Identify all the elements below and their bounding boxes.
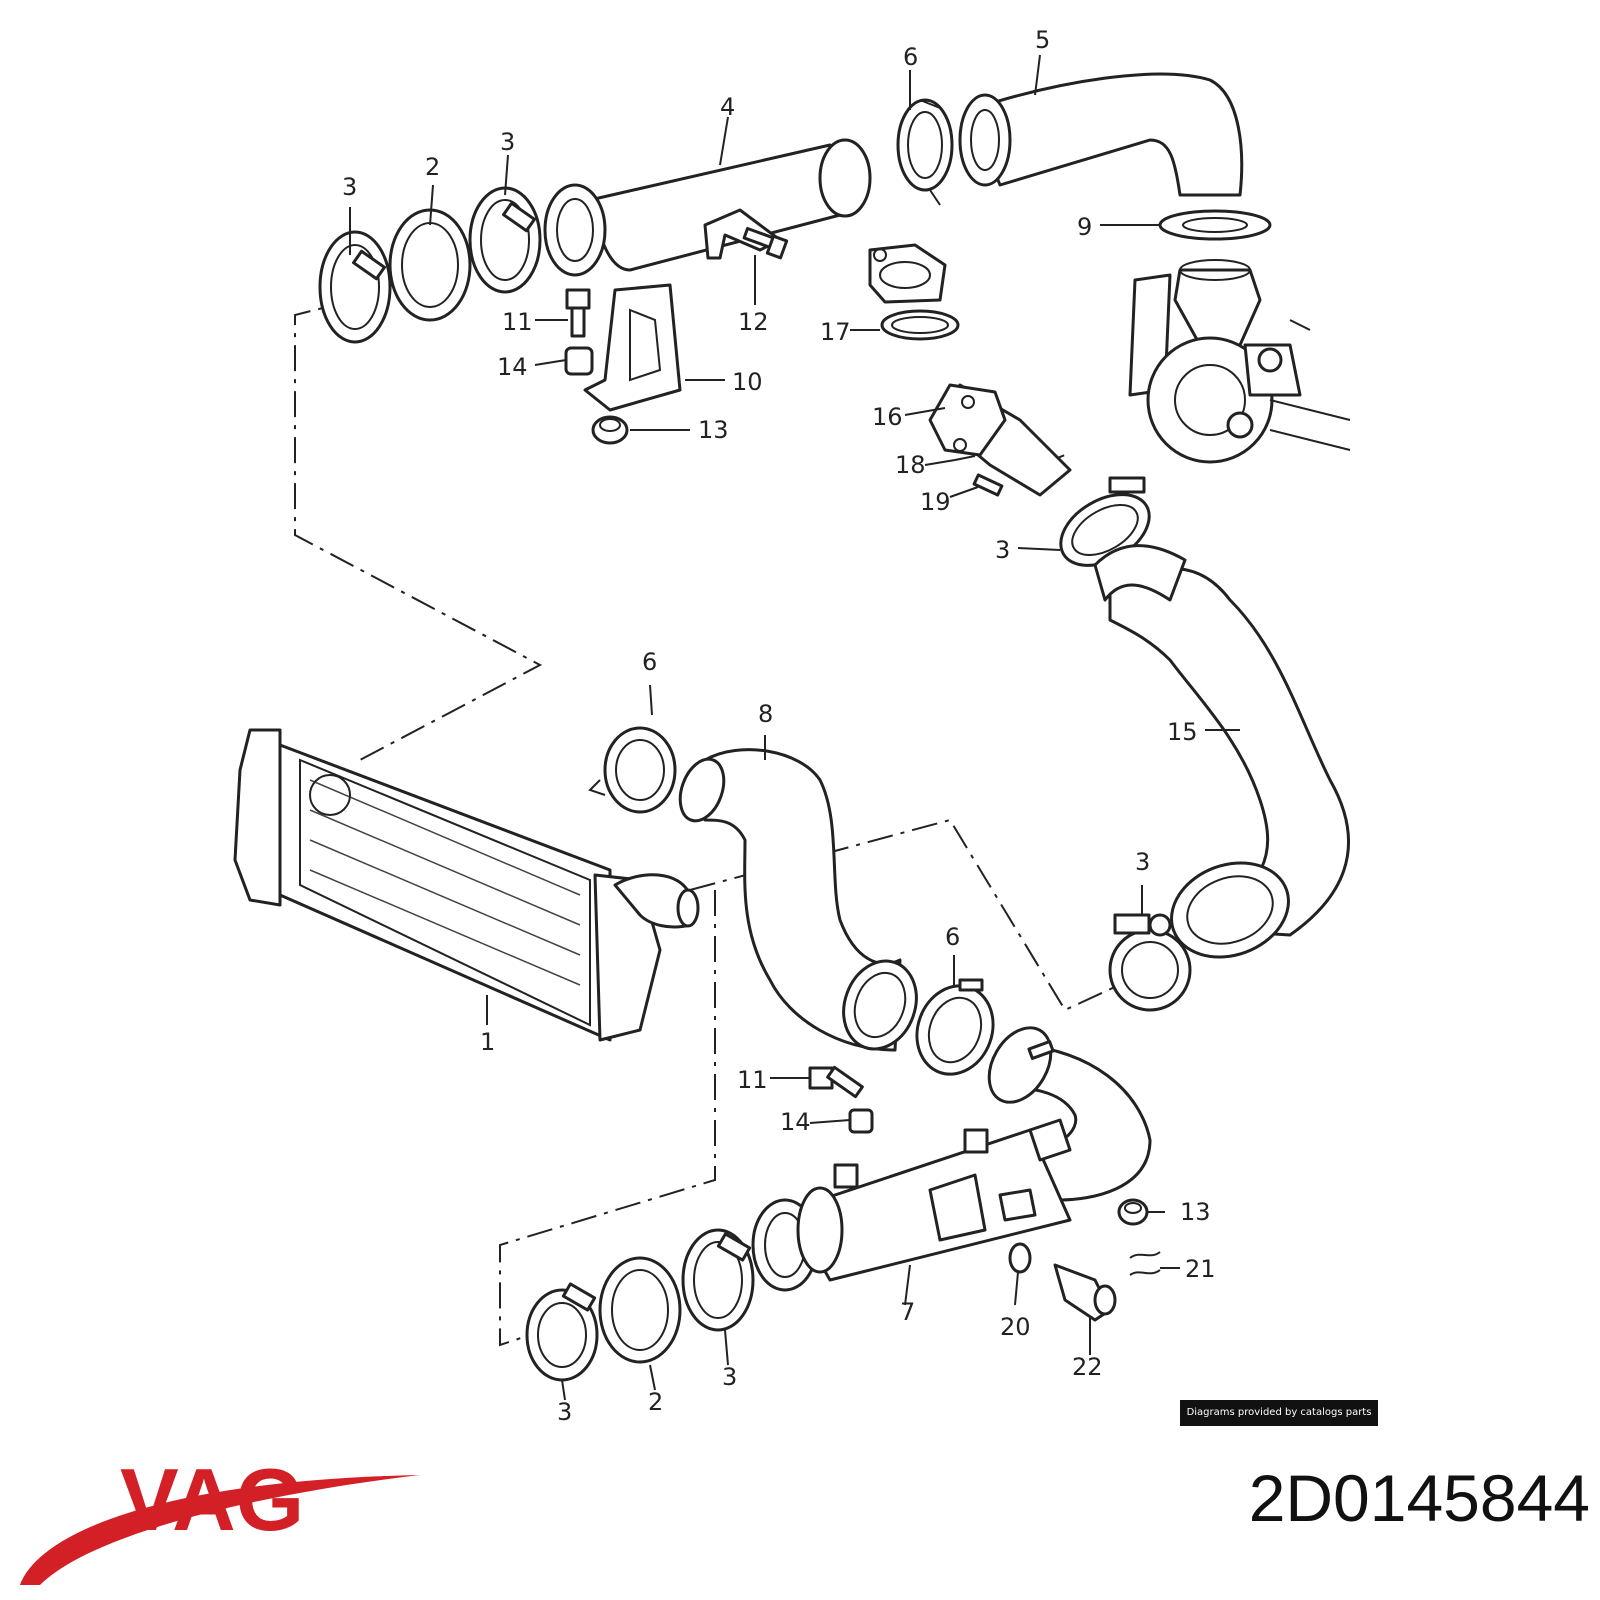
vag-logo: VAG [20,1450,420,1585]
part-3-clamp-top-left [318,230,392,344]
part-2-sleeve-top [388,208,472,322]
part-17-seal-and-flange [868,243,960,341]
callout-label: 11 [737,1066,768,1094]
part-18-washer [954,455,976,461]
callout-labels: 3 2 3 4 6 5 9 11 12 17 14 10 16 13 18 19… [342,26,1216,1426]
assembly-line-middle [689,818,1131,1012]
part-11-bolt-top [565,288,591,338]
part-4-upper-pipe [543,138,872,277]
turbocharger [1128,259,1351,464]
callout-label: 1 [480,1028,495,1056]
part-3-clamp-bottom-left [525,1282,599,1382]
callout-label: 21 [1185,1255,1216,1283]
callout-label: 17 [820,318,851,346]
callout-label: 11 [502,308,533,336]
part-13-mount-top [591,415,629,445]
logo-swoosh [20,1475,420,1585]
diagram-credit-banner: Diagrams provided by catalogs parts [1180,1400,1378,1426]
callout-label: 6 [903,43,918,71]
part-5-elbow-pipe [958,72,1244,197]
callout-label: 19 [920,488,951,516]
callout-label: 5 [1035,26,1050,54]
callout-label: 14 [780,1108,811,1136]
part-20-seal-ring [1008,1242,1032,1274]
callout-label: 18 [895,451,926,479]
callout-label: 14 [497,353,528,381]
callout-label: 3 [500,128,515,156]
callout-label: 6 [945,923,960,951]
callout-label: 10 [732,368,763,396]
callout-label: 22 [1072,1353,1103,1381]
assembly-line-lower [499,890,716,1347]
part-21-connector [1129,1251,1161,1276]
part-14-grommet-lower [848,1108,874,1134]
part-22-sensor [1053,1263,1117,1322]
callout-label: 2 [648,1388,663,1416]
part-11-bolt-lower [808,1065,864,1099]
callout-label: 3 [722,1363,737,1391]
callout-label: 20 [1000,1313,1031,1341]
part-3-clamp-top-middle [468,186,542,294]
part-19-bolt [972,473,1004,497]
part-3-clamp-bottom-right [681,1228,755,1332]
part-10-bracket [583,283,682,412]
part-1-intercooler [233,728,700,1042]
part-15-long-hose [1093,544,1351,959]
callout-label: 3 [995,536,1010,564]
part-number: 2D0145844 [1248,1461,1590,1535]
callout-label: 16 [872,403,903,431]
part-6-clamp-lower [915,978,995,1076]
assembly-line-upper [294,299,543,761]
callout-label: 4 [720,93,735,121]
callout-label: 3 [557,1398,572,1426]
callout-label: 7 [900,1298,915,1326]
callout-label: 2 [425,153,440,181]
callout-label: 3 [342,173,357,201]
part-6-upper-clamp [896,98,954,206]
callout-label: 3 [1135,848,1150,876]
callout-label: 13 [698,416,729,444]
callout-label: 13 [1180,1198,1211,1226]
leader-lines [349,54,1240,1401]
part-9-gasket [1158,209,1272,241]
part-2-sleeve-bottom [598,1256,682,1364]
part-12-bolt [742,227,789,260]
callout-label: 12 [738,308,769,336]
callout-label: 8 [758,700,773,728]
part-16-flange-pipe [928,383,1072,497]
callout-label: 6 [642,648,657,676]
part-7-lower-pipe [751,1118,1072,1292]
brand-name: VAG [120,1450,304,1549]
callout-label: 9 [1077,213,1092,241]
part-3-clamp-lower-right [1108,913,1192,1012]
callout-label: 15 [1167,718,1198,746]
part-8-s-hose [678,748,918,1052]
part-14-grommet-top [564,346,594,376]
part-6-clamp-middle [588,726,677,814]
part-13-mount-lower [1117,1198,1149,1226]
